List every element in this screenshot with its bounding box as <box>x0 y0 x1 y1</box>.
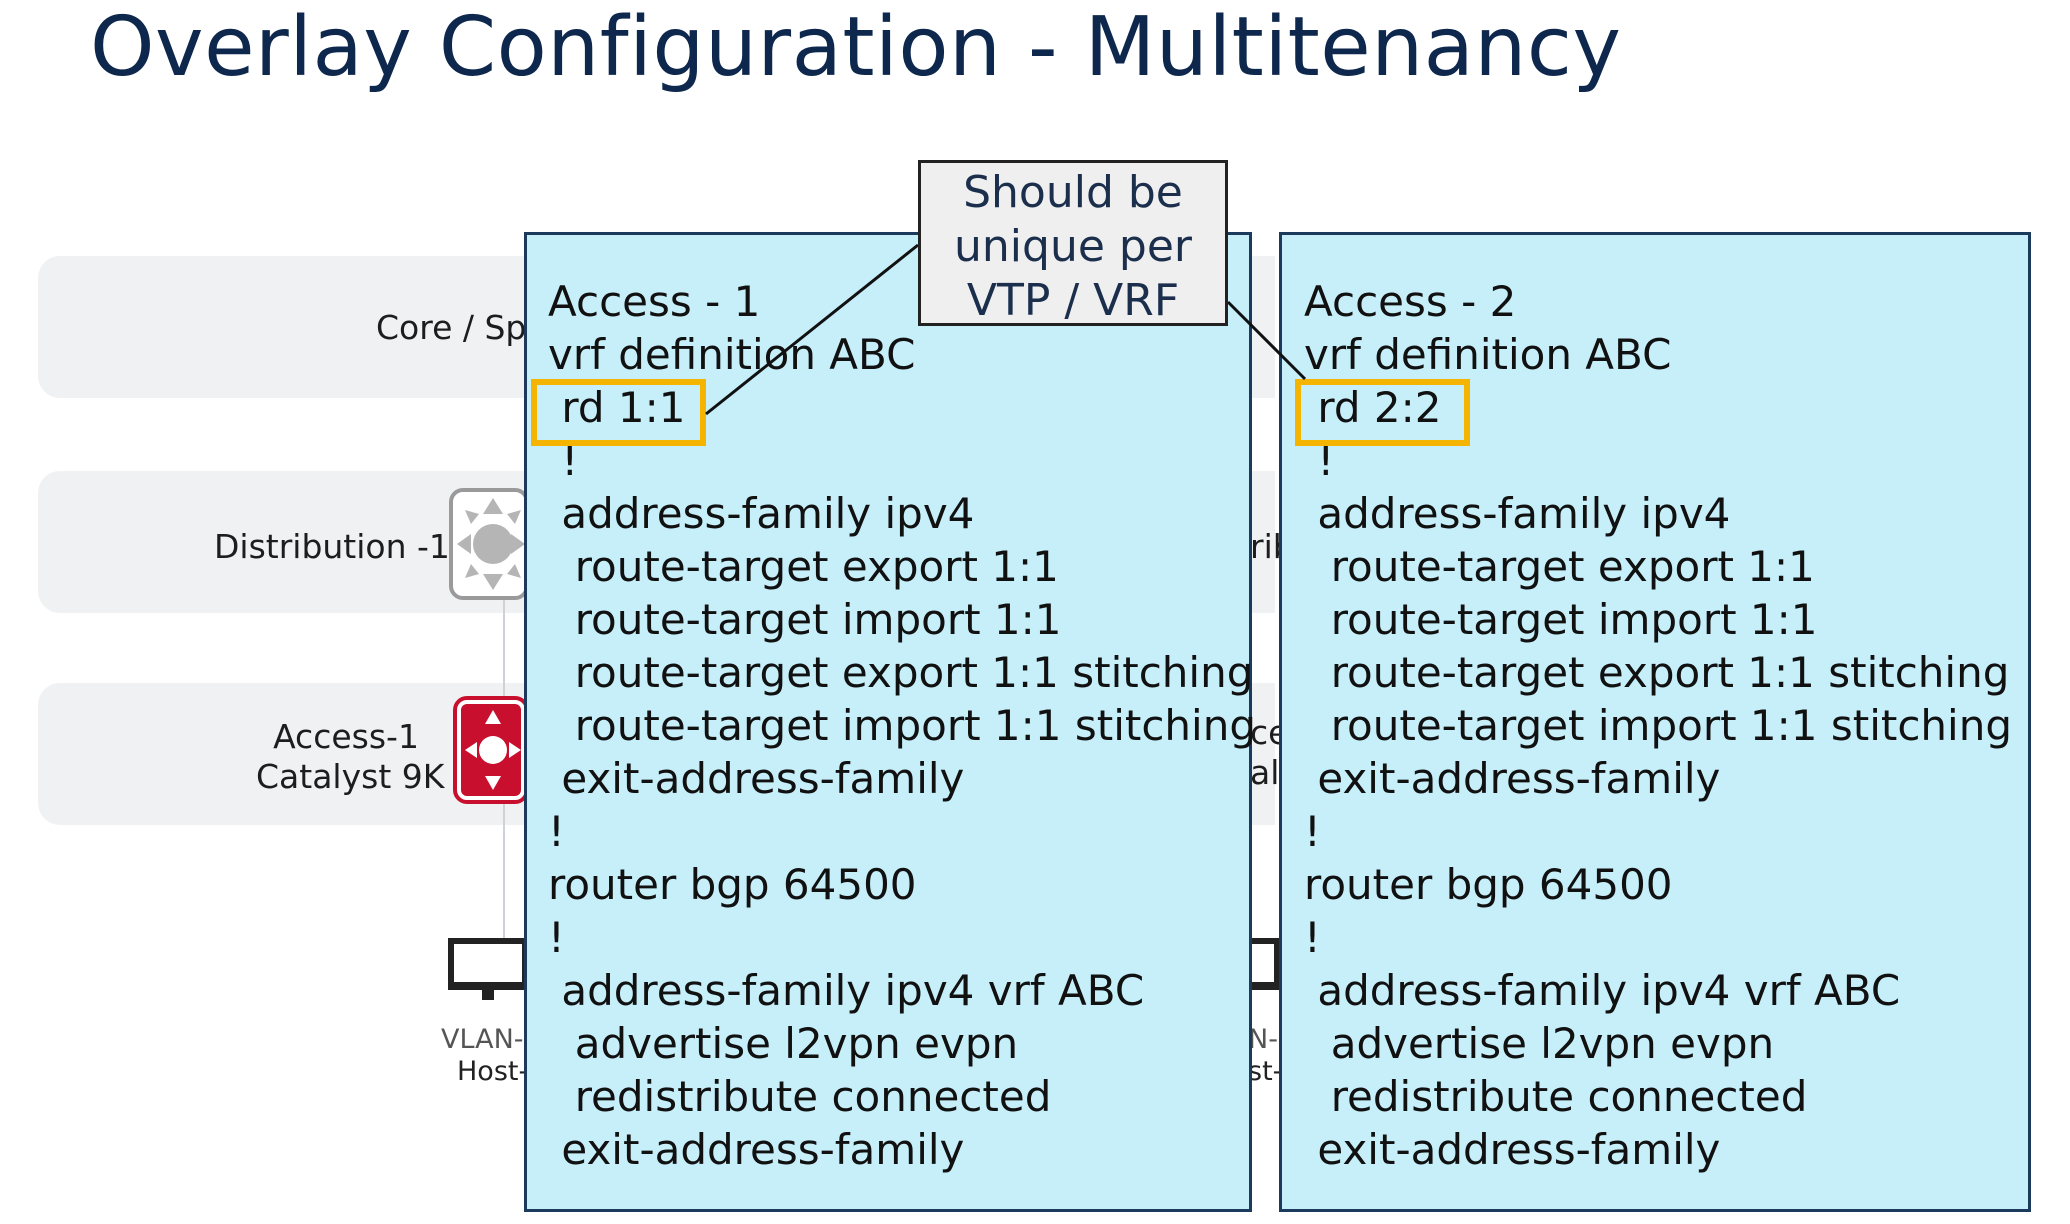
panel-2-code-line: exit-address-family <box>1304 754 1721 803</box>
panel-1-code-line: ! <box>548 913 565 962</box>
row-label-distribution: Distribution -1 <box>214 527 450 566</box>
row-label-access: Access-1 Catalyst 9K <box>256 717 445 797</box>
row-label-core: Core / Sp <box>376 308 527 347</box>
panel-1-code-line: route-target export 1:1 <box>548 542 1059 591</box>
monitor-icon-right <box>1248 938 1280 990</box>
access-switch-icon <box>453 696 529 804</box>
panel-1-code-line: vrf definition ABC <box>548 330 916 379</box>
distribution-switch-icon <box>449 488 529 600</box>
panel-1-code-line: ! <box>548 436 579 485</box>
rd-highlight-1 <box>531 379 706 446</box>
panel-1-code-line: address-family ipv4 <box>548 489 975 538</box>
panel-2-code-line: ! <box>1304 436 1335 485</box>
callout-box: Should be unique per VTP / VRF <box>918 160 1228 326</box>
host-name-label: Host- <box>457 1056 529 1087</box>
panel-2-code-line: router bgp 64500 <box>1304 860 1673 909</box>
panel-1-code-line: address-family ipv4 vrf ABC <box>548 966 1145 1015</box>
panel-1-heading: Access - 1 <box>548 277 761 326</box>
panel-2-code-line: route-target import 1:1 <box>1304 595 1818 644</box>
panel-1-code-line: route-target import 1:1 <box>548 595 1062 644</box>
panel-1-code-line: exit-address-family <box>548 1125 965 1174</box>
panel-2-heading: Access - 2 <box>1304 277 1517 326</box>
panel-2-code-line: address-family ipv4 <box>1304 489 1731 538</box>
panel-2-code-line: redistribute connected <box>1304 1072 1808 1121</box>
panel-1-code-line: advertise l2vpn evpn <box>548 1019 1019 1068</box>
slide-title: Overlay Configuration - Multitenancy <box>90 0 1622 95</box>
panel-1-code-line: route-target import 1:1 stitching <box>548 701 1256 750</box>
row-label-access-line1: Access-1 <box>273 717 419 756</box>
panel-2-code-line: advertise l2vpn evpn <box>1304 1019 1775 1068</box>
panel-1-code-line: route-target export 1:1 stitching <box>548 648 1254 697</box>
config-panel-access-2 <box>1279 232 2031 1212</box>
panel-1-code-line: redistribute connected <box>548 1072 1052 1121</box>
callout-line-2: unique per <box>954 221 1192 272</box>
panel-2-code-line: ! <box>1304 913 1321 962</box>
panel-2-code-line: route-target export 1:1 <box>1304 542 1815 591</box>
panel-2-code-line: route-target export 1:1 stitching <box>1304 648 2010 697</box>
panel-1-code-line: ! <box>548 807 565 856</box>
host-vlan-label: VLAN- <box>441 1024 524 1055</box>
monitor-icon <box>448 938 528 1000</box>
row-label-access-line2: Catalyst 9K <box>256 757 445 796</box>
host-name-label-right: st- <box>1248 1056 1283 1087</box>
panel-2-code-line: exit-address-family <box>1304 1125 1721 1174</box>
callout-line-3: VTP / VRF <box>966 275 1180 326</box>
panel-1-code-line: router bgp 64500 <box>548 860 917 909</box>
panel-2-code-line: ! <box>1304 807 1321 856</box>
panel-2-code-line: vrf definition ABC <box>1304 330 1672 379</box>
panel-2-code-line: route-target import 1:1 stitching <box>1304 701 2012 750</box>
panel-1-code-line: exit-address-family <box>548 754 965 803</box>
panel-2-code-line: rd 2:2 <box>1304 383 1442 432</box>
panel-1-code-line: rd 1:1 <box>548 383 686 432</box>
config-panel-access-1 <box>524 232 1252 1212</box>
host-vlan-label-right: N- <box>1248 1024 1278 1055</box>
rd-highlight-2 <box>1295 379 1470 446</box>
panel-2-code-line: address-family ipv4 vrf ABC <box>1304 966 1901 1015</box>
callout-line-1: Should be <box>963 167 1183 218</box>
